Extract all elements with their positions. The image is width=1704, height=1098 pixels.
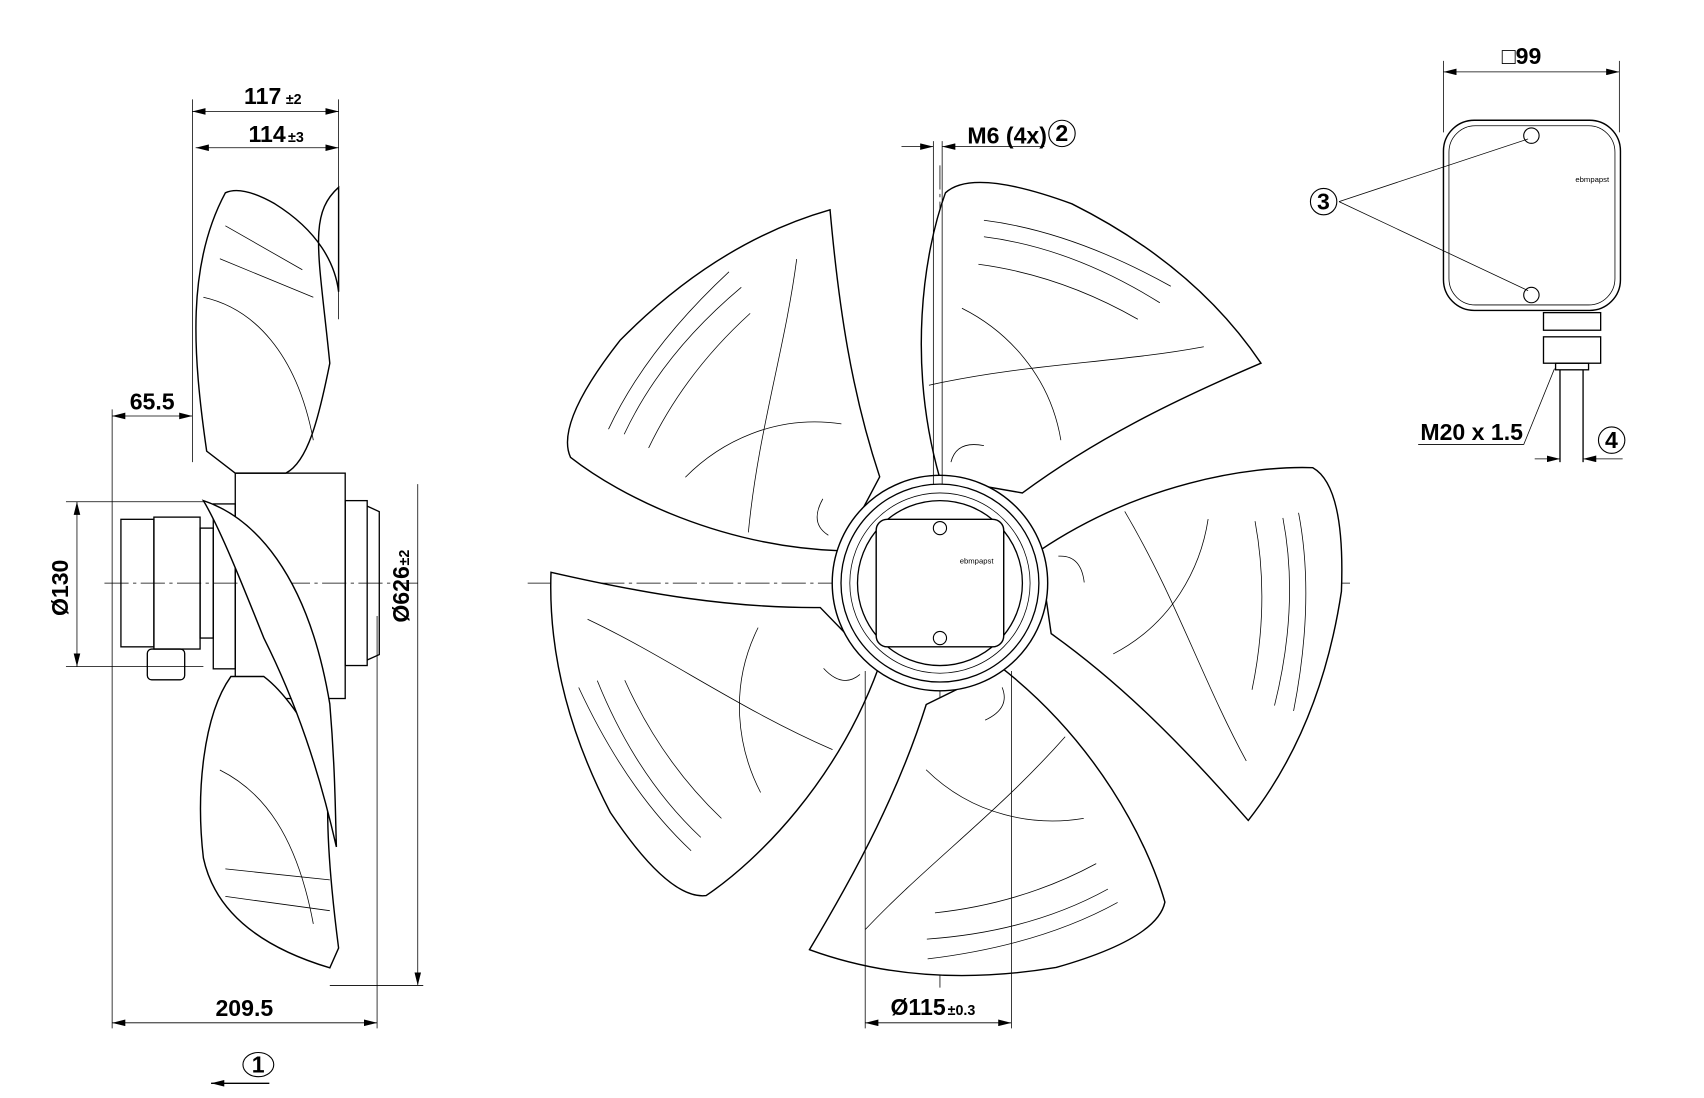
dim-117-value: 117 — [244, 83, 281, 109]
dim-114-tol: ±3 — [288, 130, 304, 146]
side-view: 117 ±2 114 ±3 65.5 Ø130 Ø626 ±2 209.5 1 — [47, 83, 424, 1087]
dim-99: □99 — [1502, 43, 1542, 69]
dim-65-5: 65.5 — [130, 388, 175, 414]
impeller-blades: ebmpapst — [444, 153, 1421, 1097]
dim-626-tol: ±2 — [397, 550, 413, 566]
dim-117-tol: ±2 — [286, 92, 302, 108]
gland-label-m20: M20 x 1.5 — [1420, 419, 1523, 445]
terminal-box-front — [875, 518, 1005, 648]
dim-115-value: Ø115 — [890, 994, 945, 1020]
dim-114-value: 114 — [248, 121, 285, 147]
front-view: ebmpapst M6 (4x) 2 Ø115 ±0.3 — [444, 119, 1421, 1097]
callout-2: 2 — [1055, 120, 1068, 146]
callout-4: 4 — [1605, 427, 1618, 453]
callout-1: 1 — [252, 1051, 265, 1077]
dim-209-5: 209.5 — [215, 995, 273, 1021]
dim-130: Ø130 — [47, 560, 73, 616]
terminal-box-view: □99 ebmpapst 3 M20 x 1.5 4 — [1309, 43, 1626, 463]
dim-626-value: Ø626 — [388, 566, 414, 622]
box-logo: ebmpapst — [1575, 175, 1610, 184]
dim-115-tol: ±0.3 — [948, 1003, 976, 1019]
front-logo: ebmpapst — [960, 556, 995, 565]
thread-label-m6: M6 (4x) — [967, 122, 1047, 148]
callout-3: 3 — [1317, 188, 1330, 214]
